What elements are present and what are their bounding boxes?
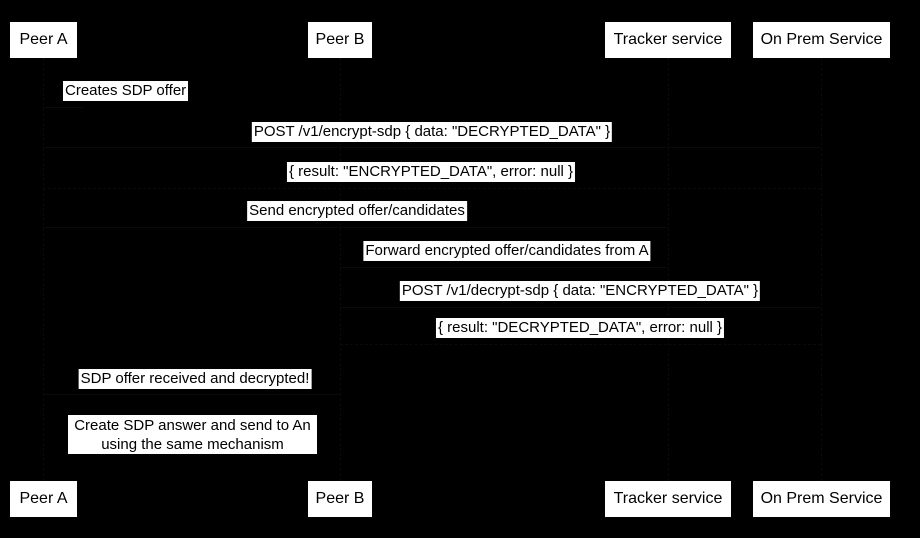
lifeline-peer-a xyxy=(43,58,44,481)
arrow-post-encrypt-sdp xyxy=(43,147,821,148)
message-forward-encrypted: Forward encrypted offer/candidates from … xyxy=(363,241,651,261)
message-encrypt-result: { result: "ENCRYPTED_DATA", error: null … xyxy=(286,162,576,182)
message-post-encrypt-sdp: POST /v1/encrypt-sdp { data: "DECRYPTED_… xyxy=(251,122,613,142)
lifeline-tracker xyxy=(668,58,669,481)
arrow-forward-encrypted xyxy=(340,267,668,268)
participant-peer-a-bottom: Peer A xyxy=(10,481,77,517)
note-line-1: Create SDP answer and send to An xyxy=(74,417,311,434)
participant-peer-b-bottom: Peer B xyxy=(308,481,372,517)
message-creates-sdp-offer: Creates SDP offer xyxy=(63,81,189,101)
message-sdp-offer-received: SDP offer received and decrypted! xyxy=(78,369,312,389)
arrow-decrypt-result xyxy=(340,344,821,345)
note-create-sdp-answer: Create SDP answer and send to An using t… xyxy=(68,415,317,454)
lifeline-onprem xyxy=(821,58,822,481)
message-send-encrypted-offer: Send encrypted offer/candidates xyxy=(247,201,467,221)
participant-on-prem-service-top: On Prem Service xyxy=(753,22,890,58)
lifeline-peer-b xyxy=(340,58,341,481)
message-post-decrypt-sdp: POST /v1/decrypt-sdp { data: "ENCRYPTED_… xyxy=(399,281,761,301)
arrow-post-decrypt-sdp xyxy=(340,307,821,308)
participant-tracker-service-top: Tracker service xyxy=(605,22,731,58)
message-decrypt-result: { result: "DECRYPTED_DATA", error: null … xyxy=(435,318,725,338)
note-line-2: using the same mechanism xyxy=(101,436,284,453)
arrow-self-creates-offer xyxy=(43,107,83,108)
participant-on-prem-service-bottom: On Prem Service xyxy=(753,481,890,517)
arrow-sdp-offer-received xyxy=(43,394,340,395)
arrow-send-encrypted-offer xyxy=(43,227,668,228)
participant-peer-a-top: Peer A xyxy=(10,22,77,58)
participant-tracker-service-bottom: Tracker service xyxy=(605,481,731,517)
participant-peer-b-top: Peer B xyxy=(308,22,372,58)
arrow-encrypt-result xyxy=(43,188,821,189)
